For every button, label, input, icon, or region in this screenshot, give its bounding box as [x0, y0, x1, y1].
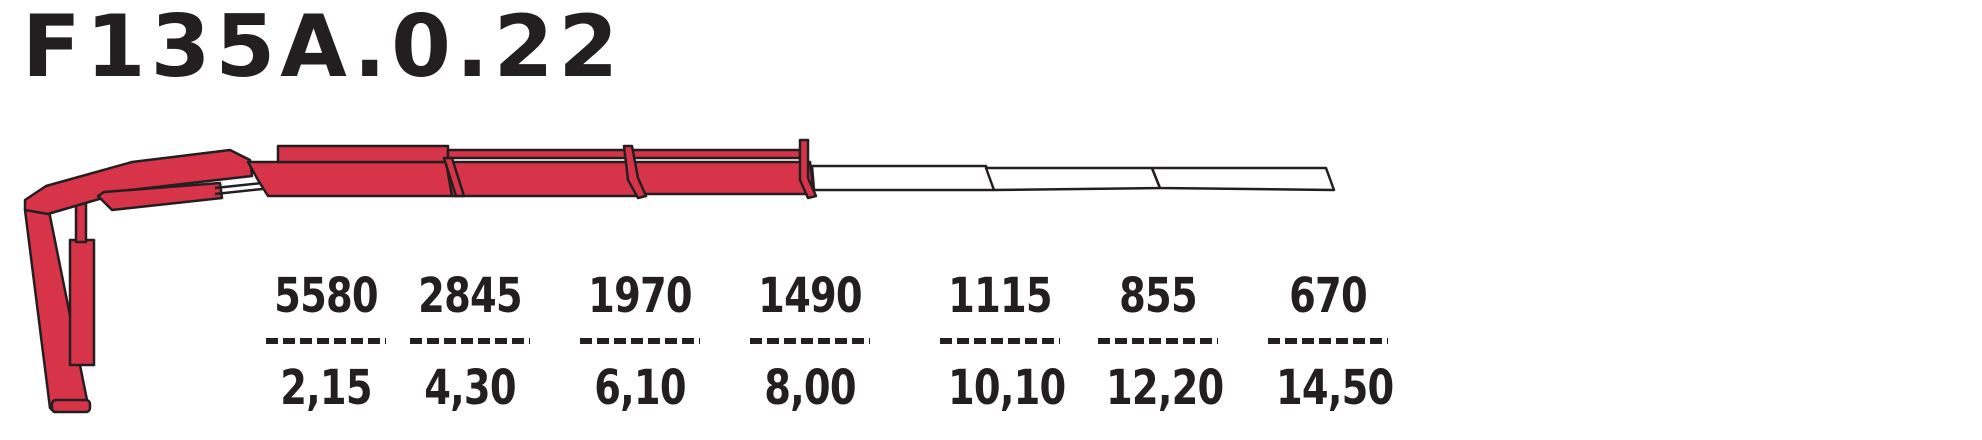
load-value: 855	[1119, 268, 1198, 324]
manual-extension-1	[810, 164, 996, 192]
reach-value: 4,30	[424, 360, 516, 416]
reach-value: 6,10	[594, 360, 686, 416]
load-chart-column: 855 12,20	[1093, 268, 1224, 416]
separator	[266, 338, 386, 344]
load-value: 2845	[418, 268, 522, 324]
inner-boom-cylinder	[96, 181, 224, 212]
reach-value: 8,00	[764, 360, 856, 416]
reach-value: 10,10	[948, 360, 1066, 416]
column-foot	[50, 398, 92, 414]
model-title: F135A.0.22	[22, 0, 624, 97]
lift-cylinder-rod	[74, 200, 88, 244]
separator	[1098, 338, 1218, 344]
reach-value: 12,20	[1106, 360, 1224, 416]
lift-cylinder	[68, 238, 96, 367]
load-chart-column: 5580 2,15	[261, 272, 391, 412]
load-value: 1115	[948, 268, 1052, 324]
inner-boom	[23, 148, 254, 216]
separator	[410, 338, 530, 344]
load-chart-column: 670 14,50	[1263, 268, 1394, 416]
load-value: 1970	[588, 268, 692, 324]
load-chart-column: 1490 8,00	[745, 272, 875, 412]
extension-2	[628, 160, 814, 196]
outer-boom-cylinder	[276, 144, 450, 164]
reach-value: 2,15	[280, 360, 372, 416]
load-value: 670	[1289, 268, 1368, 324]
extension-2-rail	[628, 148, 802, 160]
load-chart-column: 1115 10,10	[935, 268, 1066, 416]
separator	[1268, 338, 1388, 344]
load-value: 1490	[758, 268, 862, 324]
extension-1	[444, 160, 638, 198]
reach-value: 14,50	[1276, 360, 1394, 416]
outer-boom	[246, 160, 457, 198]
extension-1-rail	[446, 148, 630, 160]
manual-extension-2	[984, 166, 1162, 192]
load-value: 5580	[274, 268, 378, 324]
separator	[940, 338, 1060, 344]
separator	[580, 338, 700, 344]
manual-extension-3	[1150, 166, 1336, 192]
load-chart-column: 2845 4,30	[405, 272, 535, 412]
load-chart-column: 1970 6,10	[575, 272, 705, 412]
separator	[750, 338, 870, 344]
